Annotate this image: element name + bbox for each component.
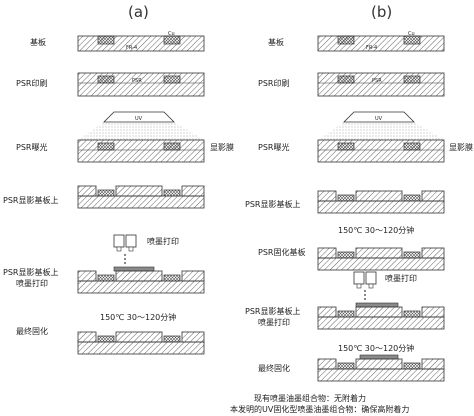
a-label-psr-jet-line2: 喷墨打印: [16, 279, 48, 288]
a1-copper-pad-left: [97, 35, 115, 45]
b-psr-cure-diagram: [317, 247, 445, 271]
b-label-psr-expose: PSR曝光: [258, 143, 290, 152]
a-label-cu: Cu: [168, 31, 175, 37]
b-label-cu: Cu: [408, 31, 415, 37]
a-label-final-cure: 最终固化: [16, 327, 48, 336]
a-label-develop-film: 显影膜: [210, 143, 234, 152]
a-label-psr: PSR: [132, 78, 142, 84]
b-label-substrate: 基板: [268, 38, 284, 47]
a-inkjet-head: [113, 234, 137, 264]
a-label-psr-develop: PSR显影基板上: [3, 196, 59, 205]
b-label-cure-condition-2: 150℃ 30～120分钟: [338, 344, 415, 353]
b-final-cure-diagram: [317, 354, 445, 382]
a1-copper-pad-right: [163, 35, 181, 45]
b-psr-exposure-diagram: [317, 111, 445, 163]
a-uv-light-cone: [78, 122, 204, 140]
b-label-uv: UV: [375, 116, 383, 122]
a-final-cure-diagram: [77, 331, 205, 355]
b-psr-print-diagram: [317, 72, 445, 97]
footnote-line1: 现有喷墨油墨组合物：无附着力: [254, 394, 366, 403]
a-label-fr4: FR-4: [126, 45, 138, 51]
panel-b-heading: (b): [371, 3, 393, 21]
a-psr-develop-diagram: [77, 185, 205, 209]
a2-copper-pad-left: [97, 75, 115, 84]
footnote-line2: 本发明的UV固化型喷墨油墨组合物：确保高附着力: [230, 405, 410, 414]
b-label-psr-print: PSR印刷: [258, 79, 290, 88]
b-label-psr: PSR: [372, 78, 382, 84]
a-label-psr-print: PSR印刷: [16, 79, 48, 88]
a-psr-print-diagram: [77, 72, 205, 97]
b-inkjet-print-diagram: [317, 302, 445, 330]
a-label-psr-jet-line1: PSR显影基板上: [3, 268, 59, 277]
a3-copper-pad-right: [163, 142, 181, 151]
b-label-fr4: FR-4: [366, 45, 378, 51]
b-label-psr-develop: PSR显影基板上: [245, 200, 301, 209]
a-ink-layer: [113, 266, 155, 272]
b-label-psr-jet-line1: PSR显影基板上: [245, 307, 301, 316]
panel-a-heading: (a): [128, 3, 149, 21]
a4-copper-pad-right: [163, 189, 181, 197]
b-psr-develop-diagram: [317, 190, 445, 214]
a-label-cure-condition: 150℃ 30～120分钟: [100, 313, 177, 322]
b-label-develop-film: 显影膜: [449, 143, 473, 152]
b-label-final-cure: 最终固化: [258, 364, 290, 373]
a-psr-exposure-diagram: [77, 111, 205, 163]
b-label-inkjet-print: 喷墨打印: [385, 274, 417, 283]
a2-copper-pad-right: [163, 75, 181, 84]
b-inkjet-head: [353, 271, 377, 300]
b-substrate-diagram: [317, 35, 445, 52]
a-label-uv: UV: [135, 116, 143, 122]
a-label-substrate: 基板: [30, 38, 46, 47]
b-label-psr-jet-line2: 喷墨打印: [258, 318, 290, 327]
b-label-psr-cure-substrate: PSR固化基板: [258, 248, 306, 257]
a-label-psr-expose: PSR曝光: [16, 143, 48, 152]
a-label-inkjet-print: 喷墨打印: [147, 237, 179, 246]
a-substrate-diagram: [77, 35, 205, 52]
b-label-cure-condition-1: 150℃ 30～120分钟: [338, 226, 415, 235]
a3-copper-pad-left: [97, 142, 115, 151]
a4-copper-pad-left: [97, 189, 115, 197]
a-inkjet-print-diagram: [77, 266, 205, 294]
